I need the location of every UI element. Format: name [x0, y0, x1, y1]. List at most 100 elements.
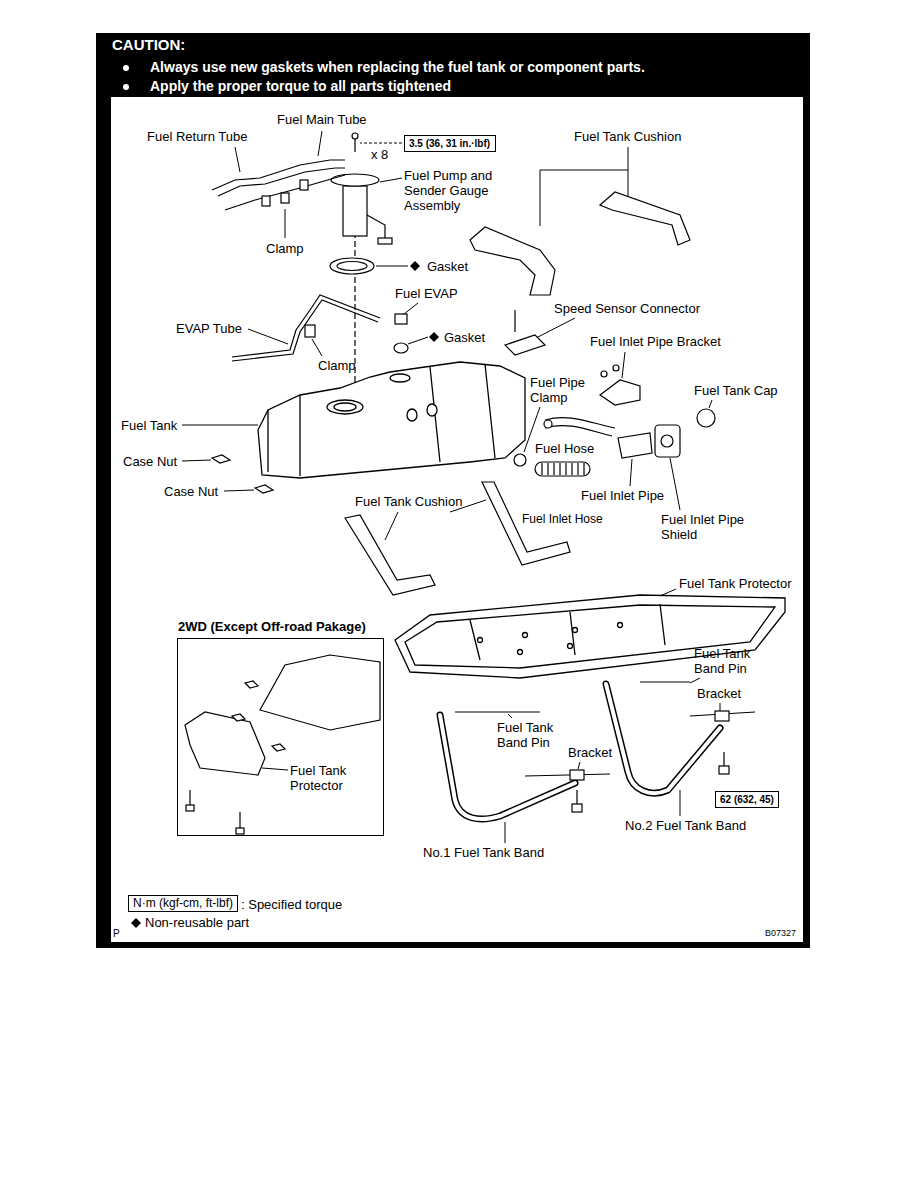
fuel-hose: [544, 420, 552, 428]
leader-line: [360, 143, 402, 144]
leader-line: [505, 822, 506, 843]
evap-tube: [395, 314, 407, 324]
fuel-hose: [655, 425, 680, 457]
fuel-tubes: [262, 196, 270, 206]
fuel-hose: [618, 433, 652, 458]
fuel-tubes: [218, 168, 345, 196]
band-pin-bracket: [715, 711, 729, 721]
part-label: Fuel Pump and Sender Gauge Assembly: [404, 168, 514, 213]
inset-illustration: [186, 805, 194, 811]
torque-spec: 3.5 (36, 31 in.·lbf): [404, 135, 496, 152]
leader-line: [182, 460, 211, 461]
part-label: Fuel EVAP: [395, 286, 458, 301]
fuel-tubes: [212, 160, 345, 210]
part-label: Gasket: [444, 330, 485, 345]
fuel-tubes: [212, 160, 345, 190]
fuel-pump-assembly: [331, 174, 379, 186]
fuel-tubes: [300, 180, 308, 190]
leader-line: [235, 147, 240, 172]
speed-sensor-connector: [505, 335, 545, 355]
fuel-tubes: [225, 175, 345, 210]
evap-tube: [232, 295, 380, 357]
fuel-tank: [427, 404, 437, 416]
case-nut: [212, 455, 273, 493]
evap-tube: [305, 325, 315, 337]
band-pin-bracket: [455, 682, 755, 776]
inset-illustration: [232, 714, 245, 721]
legend-torque-box: N·m (kgf-cm, ft-lbf): [128, 895, 238, 912]
legend-entry: Non-reusable part: [145, 915, 249, 930]
torque-spec: 62 (632, 45): [715, 791, 779, 808]
part-label: EVAP Tube: [176, 321, 242, 336]
leader-line: [508, 714, 512, 718]
part-label: B07327: [765, 928, 796, 939]
part-label: Clamp: [266, 241, 304, 256]
part-label: Fuel Tank Cushion: [355, 494, 462, 509]
fuel-hose: [535, 462, 590, 476]
nonreusable-mark: [429, 332, 439, 342]
leader-line: [709, 400, 712, 408]
part-label: Fuel Inlet Pipe: [581, 488, 664, 503]
fuel-tank: [258, 362, 525, 478]
part-label: Fuel Return Tube: [147, 129, 247, 144]
frame: [111, 97, 803, 942]
part-label: Fuel Inlet Hose: [522, 512, 603, 526]
leader-line: [720, 703, 721, 711]
fuel-inlet-pipe-bracket: [600, 380, 640, 405]
leader-line: [224, 490, 254, 491]
inset-illustration: [185, 655, 380, 834]
legend-sample: [131, 918, 141, 928]
fuel-tank: [407, 409, 417, 421]
part-label: Fuel Tank Cushion: [574, 129, 681, 144]
fuel-tank-cushion: [470, 227, 555, 295]
fuel-inlet-pipe-bracket: [601, 371, 607, 377]
leader-line: [318, 131, 322, 156]
fuel-tank-cushion: [600, 192, 690, 245]
gasket: [337, 262, 367, 271]
fuel-hose: [661, 435, 673, 447]
nonreusable-mark: [131, 918, 141, 928]
leader-line: [285, 209, 286, 238]
part-label: Fuel Inlet Pipe Shield: [661, 512, 761, 542]
part-label: Case Nut: [164, 484, 218, 499]
fuel-tank-band: [440, 684, 720, 819]
inset-illustration: [190, 790, 240, 828]
leader-line: [380, 178, 402, 182]
fuel-tank-protector: [395, 595, 785, 678]
fuel-pump-assembly: [354, 139, 355, 152]
part-label: Fuel Tank Band Pin: [694, 646, 764, 676]
box-heading: 3.5 (36, 31 in.·lbf): [405, 136, 495, 151]
inset-illustration: [245, 681, 258, 688]
inset-panel: 2WD (Except Off-road Pakage)Fuel Tank Pr…: [177, 638, 384, 836]
evap-tube: [394, 343, 408, 353]
leader-line: [262, 768, 288, 770]
fuel-tank-protector: [395, 595, 785, 678]
fuel-tank: [327, 400, 363, 414]
fuel-hose: [514, 454, 526, 466]
case-nut: [212, 455, 230, 463]
speed-sensor-connector: [514, 310, 515, 332]
fuel-pump-assembly: [352, 133, 358, 139]
leader-line: [690, 678, 700, 683]
caution-band: CAUTION:Always use new gaskets when repl…: [96, 33, 810, 97]
leader-line: [182, 425, 258, 426]
legend-text: Non-reusable part: [145, 915, 249, 930]
leader-line: [312, 339, 322, 356]
box-heading: 62 (632, 45): [716, 792, 778, 807]
inset-illustration: [260, 655, 380, 730]
nonreusable-mark: [410, 261, 420, 271]
fuel-pump-assembly: [367, 215, 385, 238]
part-label: Fuel Pipe Clamp: [530, 375, 592, 405]
leader-line: [536, 318, 575, 338]
band-pin-bracket: [455, 682, 755, 812]
fuel-tank: [390, 374, 410, 382]
frame: [96, 33, 810, 948]
bullet-dot: [123, 84, 129, 90]
evap-tube: [232, 295, 408, 361]
fuel-inlet-pipe-bracket: [613, 365, 619, 371]
fuel-tank: [258, 362, 525, 478]
legend-entry: : Specified torque: [241, 897, 342, 912]
fuel-tank-cushion: [470, 192, 690, 295]
part-label: Fuel Tank Protector: [679, 576, 791, 591]
